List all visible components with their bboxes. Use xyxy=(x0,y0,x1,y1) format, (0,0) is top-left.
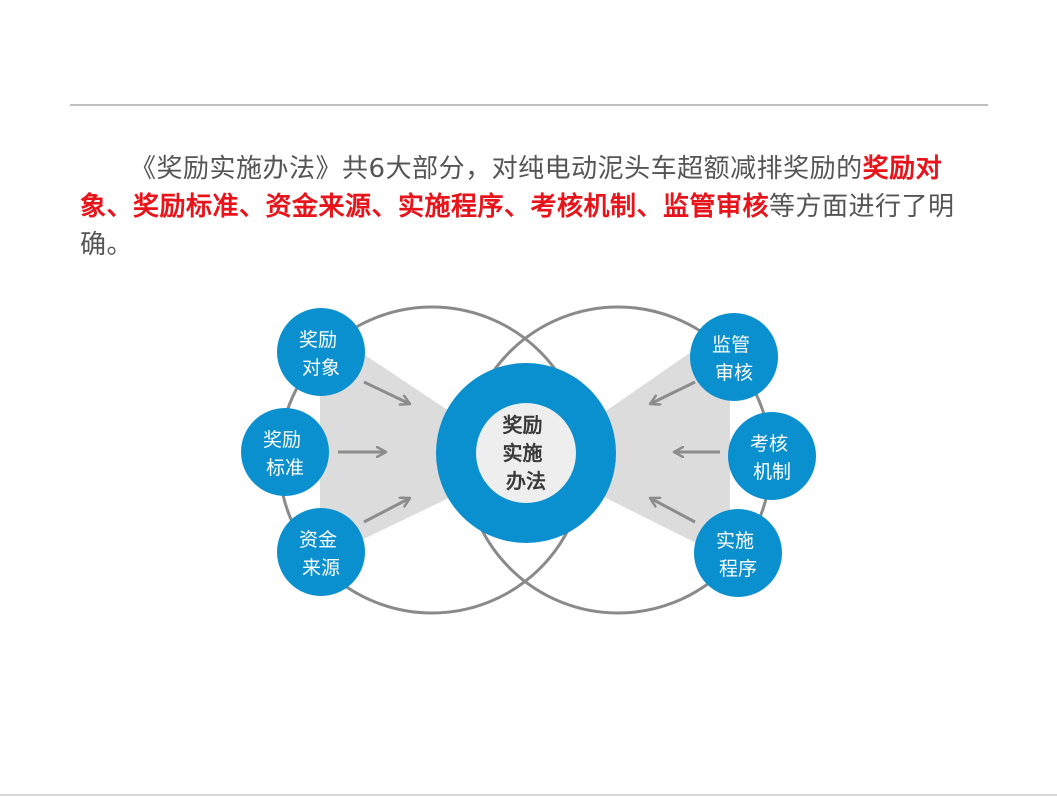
center-line-1: 奖励 xyxy=(503,413,543,437)
node-reward-target: 奖励 对象 xyxy=(277,308,365,396)
intro-mid: 大部分，对纯电动泥头车超额减排奖励的 xyxy=(385,154,863,184)
node-implementation-procedure: 实施 程序 xyxy=(694,509,782,597)
intro-highlight: 奖励对象、奖励标准、资金来源、实施程序、考核机制、监管审核 xyxy=(80,154,943,222)
svg-text:资金 来源: 资金 来源 xyxy=(299,529,343,579)
intro-count: 6 xyxy=(368,154,386,184)
intro-lead: 《奖励实施办法》共 xyxy=(130,154,369,184)
intro-tail: 等方面进行了明确。 xyxy=(80,192,955,260)
svg-text:奖励 对象: 奖励 对象 xyxy=(299,329,343,379)
bottom-divider xyxy=(0,794,1057,796)
node-assessment-mechanism: 考核 机制 xyxy=(728,412,816,500)
intro-paragraph: 《奖励实施办法》共6大部分，对纯电动泥头车超额减排奖励的奖励对象、奖励标准、资金… xyxy=(80,150,970,264)
center-line-2: 实施 xyxy=(503,441,543,465)
svg-text:奖励 标准: 奖励 标准 xyxy=(263,429,307,479)
arrow-left-top xyxy=(363,380,410,404)
node-reward-standard: 奖励 标准 xyxy=(241,408,329,496)
left-funnel-band xyxy=(320,325,455,560)
center-line-3: 办法 xyxy=(506,469,546,493)
arrow-right-top xyxy=(650,380,696,404)
node-fund-source: 资金 来源 xyxy=(277,508,365,596)
svg-text:实施 程序: 实施 程序 xyxy=(716,530,760,580)
arrow-right-bottom xyxy=(650,498,696,524)
svg-text:考核 机制: 考核 机制 xyxy=(750,433,794,483)
arrow-left-bottom xyxy=(363,498,410,524)
svg-text:监管 审核: 监管 审核 xyxy=(712,334,756,384)
node-supervision-review: 监管 审核 xyxy=(690,313,778,401)
top-divider xyxy=(70,104,988,106)
right-funnel-band xyxy=(600,325,730,560)
svg-text:奖励 实施 办法: 奖励 实施 办法 xyxy=(503,413,550,493)
center-node: 奖励 实施 办法 xyxy=(436,363,616,543)
